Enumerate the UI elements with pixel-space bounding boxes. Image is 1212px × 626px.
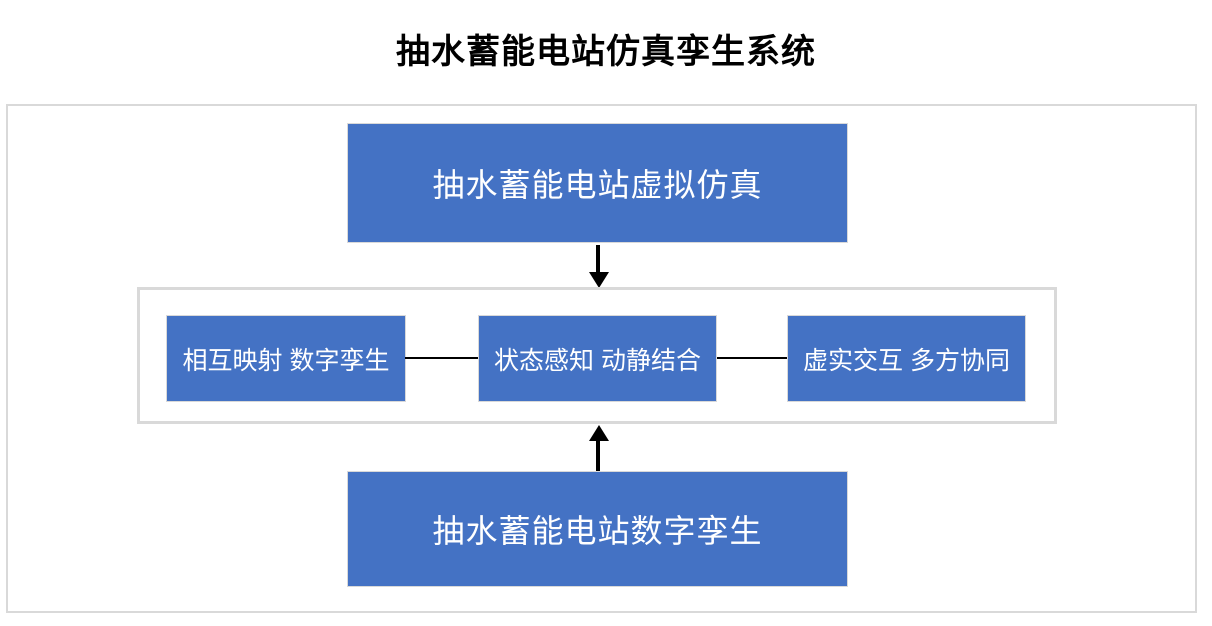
down-arrow-head-icon [589,272,609,288]
bottom-box-digital-twin: 抽水蓄能电站数字孪生 [347,471,848,587]
feature-box-state-awareness: 状态感知 动静结合 [478,315,717,402]
feature-box-label: 虚实交互 多方协同 [803,346,1010,375]
top-box-virtual-simulation: 抽水蓄能电站虚拟仿真 [347,123,848,243]
down-arrow [596,245,600,274]
up-arrow-head-icon [589,425,609,441]
feature-box-label: 相互映射 数字孪生 [182,346,390,375]
top-box-label: 抽水蓄能电站虚拟仿真 [432,167,763,203]
feature-box-virtual-real-interaction: 虚实交互 多方协同 [787,315,1026,402]
page-title: 抽水蓄能电站仿真孪生系统 [396,33,816,71]
connector-line-left [405,357,478,359]
connector-line-right [717,357,787,359]
bottom-box-label: 抽水蓄能电站数字孪生 [432,513,763,549]
feature-box-mutual-mapping: 相互映射 数字孪生 [166,315,406,402]
up-arrow [596,440,600,471]
feature-box-label: 状态感知 动静结合 [494,346,701,375]
